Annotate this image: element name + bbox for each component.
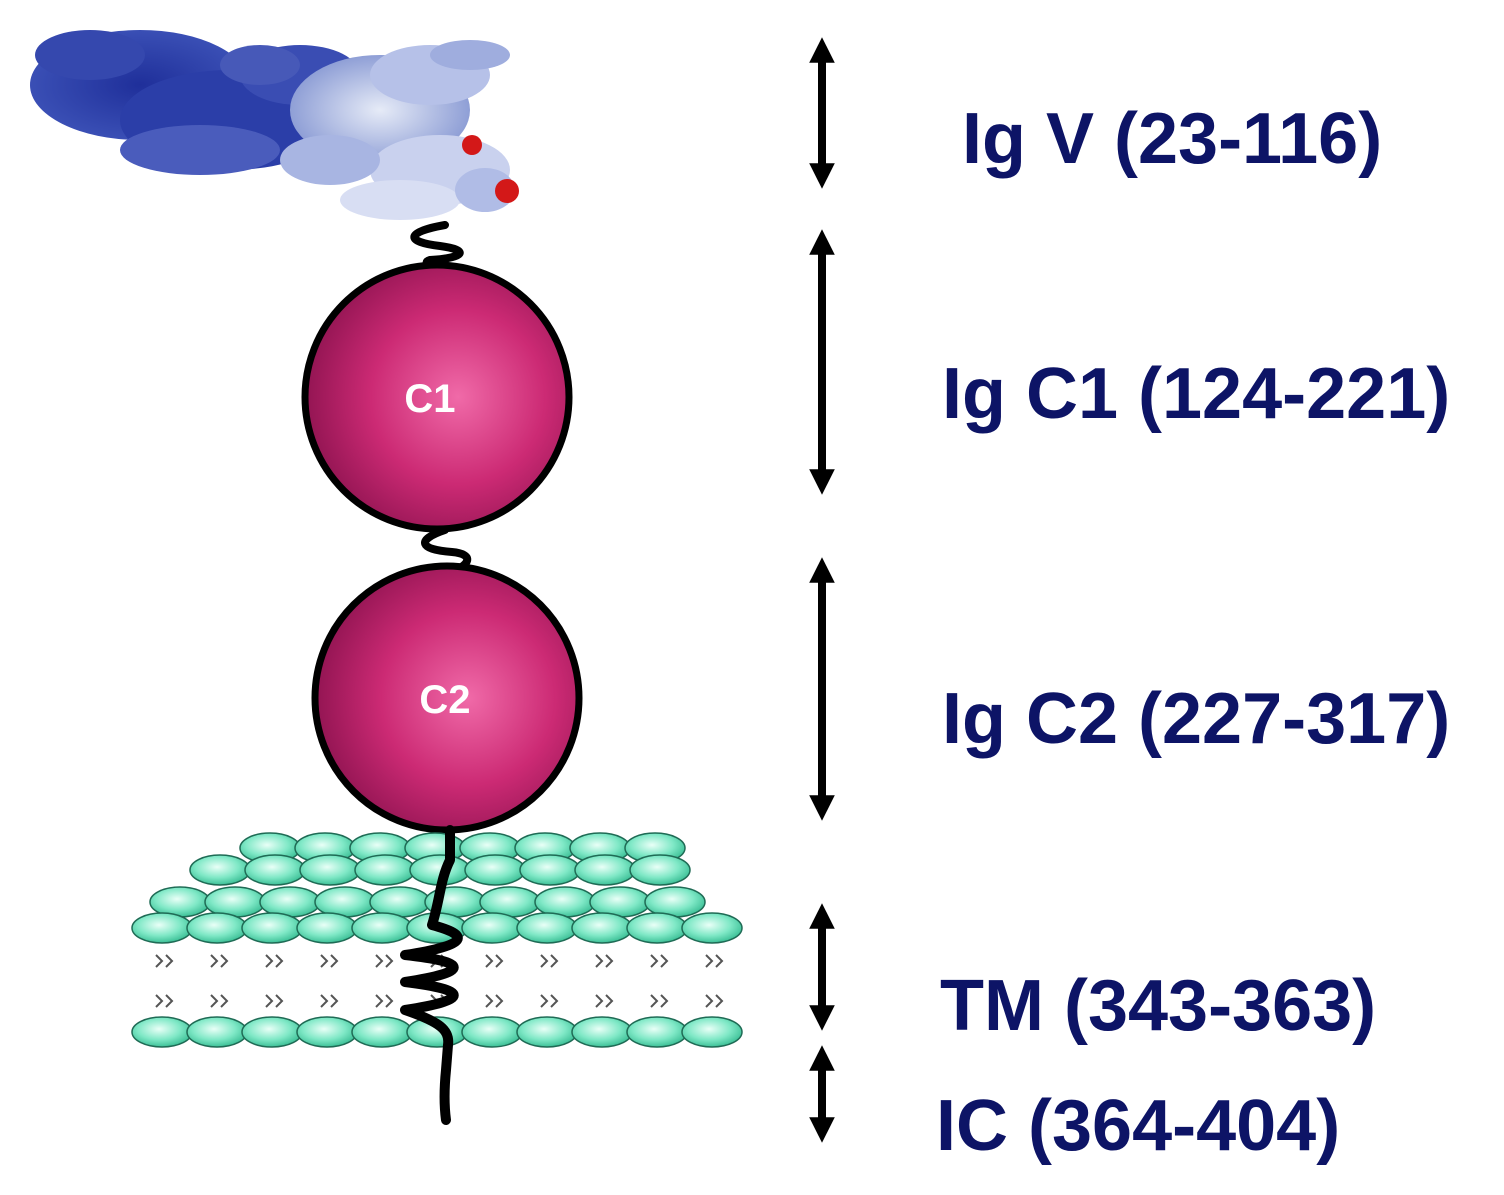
c1-domain: C1 (301, 261, 573, 533)
ig-c1-label: Ig C1 (124-221) (942, 354, 1451, 434)
lipid-tail (320, 994, 339, 1008)
lipid-tail (485, 954, 504, 968)
lipid-head (681, 1016, 743, 1048)
lipid-tail (375, 994, 394, 1008)
lipid-head (461, 1016, 523, 1048)
ic-label: IC (364-404) (936, 1086, 1341, 1166)
lipid-head (241, 912, 303, 944)
c2-label: C2 (419, 678, 470, 722)
lipid-tail (210, 994, 229, 1008)
lipid-head (296, 1016, 358, 1048)
lipid-head (464, 854, 526, 886)
lipid-head (519, 854, 581, 886)
lipid-tail (705, 954, 724, 968)
lipid-head (681, 912, 743, 944)
lipid-tail (485, 994, 504, 1008)
tm-label: TM (343-363) (940, 966, 1377, 1046)
lipid-head (354, 854, 416, 886)
lipid-tail (155, 954, 174, 968)
lipid-tail (265, 994, 284, 1008)
lipid-head (516, 912, 578, 944)
ig-v-structure (30, 30, 519, 220)
red-patch-icon (462, 135, 482, 155)
lipid-tail (540, 954, 559, 968)
lipid-tail (320, 954, 339, 968)
lipid-tail (265, 954, 284, 968)
lipid-head (351, 1016, 413, 1048)
lipid-head (351, 912, 413, 944)
lipid-tail (650, 994, 669, 1008)
lipid-head (131, 1016, 193, 1048)
red-patch-icon (495, 179, 519, 203)
lipid-head (516, 1016, 578, 1048)
ig-c2-label: Ig C2 (227-317) (942, 679, 1451, 759)
lipid-tail (705, 994, 724, 1008)
ig-v-label: Ig V (23-116) (962, 99, 1383, 179)
lipid-head (186, 912, 248, 944)
lipid-tail (595, 994, 614, 1008)
lipid-head (626, 912, 688, 944)
lipid-head (461, 912, 523, 944)
c2-domain: C2 (311, 562, 583, 834)
lipid-head (296, 912, 358, 944)
lipid-tail (650, 954, 669, 968)
lipid-head (574, 854, 636, 886)
lipid-head (244, 854, 306, 886)
lipid-head (629, 854, 691, 886)
lipid-tail (375, 954, 394, 968)
lipid-tail (210, 954, 229, 968)
c1-label: C1 (404, 377, 455, 421)
lipid-tail (595, 954, 614, 968)
lipid-head (131, 912, 193, 944)
lipid-head (626, 1016, 688, 1048)
lipid-tail (540, 994, 559, 1008)
transmembrane-helix (400, 825, 463, 1125)
lipid-head (241, 1016, 303, 1048)
lipid-tail (155, 994, 174, 1008)
lipid-head (189, 854, 251, 886)
lipid-head (299, 854, 361, 886)
lipid-bilayer (131, 832, 743, 1048)
lipid-head (186, 1016, 248, 1048)
lipid-head (571, 1016, 633, 1048)
lipid-head (571, 912, 633, 944)
